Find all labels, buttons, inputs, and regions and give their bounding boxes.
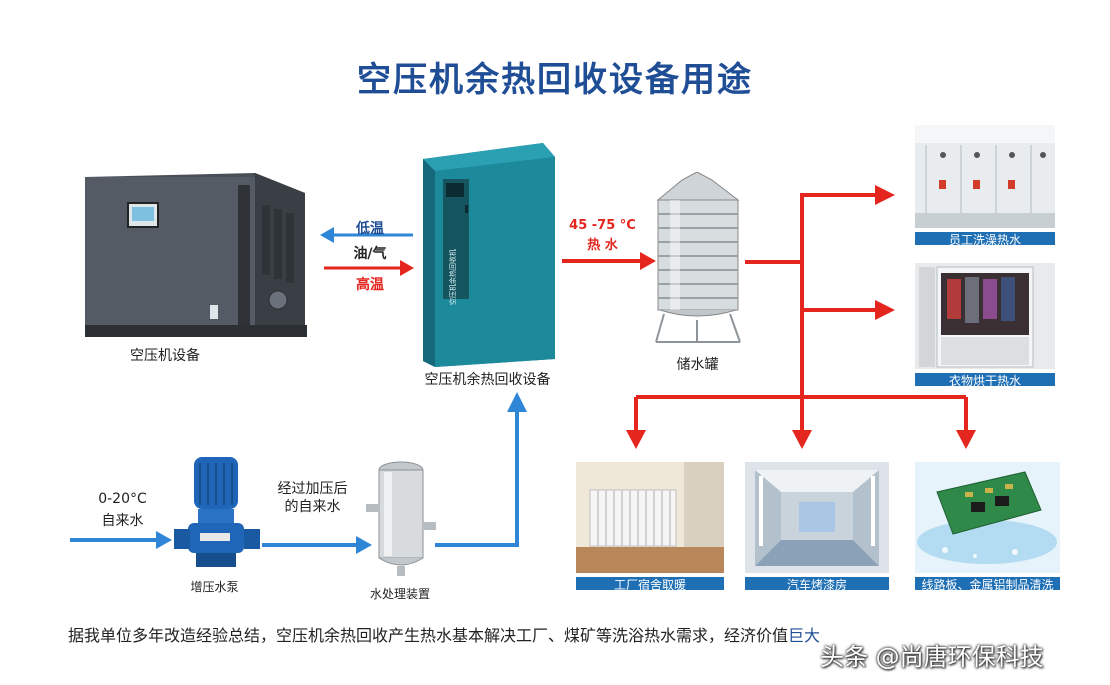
pressurized-line1: 经过加压后 [277,481,348,497]
use-shower-image: 员工洗澡热水 [915,125,1055,245]
arrow-down-icon [956,430,976,449]
watermark: 头条 @尚唐环保科技 [820,643,1044,671]
flow-high-temp: 高温 [356,277,384,293]
use-caption: 衣物烘干热水 [915,373,1055,386]
arrow-right-icon [356,536,372,554]
pressurized-line2: 的自来水 [284,499,341,515]
hot-water-temp: 45 -75 °C [569,218,636,233]
flow-low-temp: 低温 [356,221,384,237]
use-pcb-cleaning-image: 线路板、金属铝制品清洗 [915,462,1060,590]
tank-label: 储水罐 [676,357,719,373]
footer-main: 据我单位多年改造经验总结，空压机余热回收产生热水基本解决工厂、煤矿等洗浴热水需求… [68,626,789,645]
air-compressor-image [80,165,315,340]
recovery-unit-side-text: 空压机余热回收机 [448,249,457,305]
arrow-down-icon [792,430,812,449]
recovery-unit-image: 空压机余热回收机 [415,135,560,367]
use-dryer-image: 衣物烘干热水 [915,263,1055,386]
booster-pump-image [172,455,262,573]
use-caption: 工厂宿舍取暖 [576,577,724,590]
treatment-label: 水处理装置 [369,587,430,601]
use-caption: 员工洗澡热水 [915,232,1055,245]
use-caption: 汽车烤漆房 [745,577,889,590]
arrow-down-icon [626,430,646,449]
compressor-label: 空压机设备 [130,348,200,364]
water-treatment-image [362,460,440,578]
arrow-right-icon [156,531,172,549]
flow-oil-gas: 油/气 [353,246,387,262]
arrow-right-icon [875,300,895,320]
inlet-temp: 0-20°C [98,491,147,507]
use-heating-image: 工厂宿舍取暖 [576,462,724,590]
footer-highlight: 巨大 [788,626,821,645]
storage-tank-image [650,171,745,344]
hot-water-arrow [562,252,656,270]
footer-summary: 据我单位多年改造经验总结，空压机余热回收产生热水基本解决工厂、煤矿等洗浴热水需求… [68,622,820,646]
arrow-right-icon [875,185,895,205]
use-caption: 线路板、金属铝制品清洗 [915,577,1060,590]
arrow-up-icon [507,392,527,412]
use-paint-booth-image: 汽车烤漆房 [745,462,889,590]
inlet-label: 自来水 [101,513,144,529]
compressor-flow-arrows [320,227,414,276]
pump-label: 增压水泵 [190,580,239,594]
arrow-right-icon [640,252,656,270]
recovery-unit-label: 空压机余热回收设备 [424,372,551,388]
arrow-left-icon [320,227,334,243]
hot-water-label: 热 水 [587,238,618,253]
arrow-right-icon [400,260,414,276]
page-title: 空压机余热回收设备用途 [357,60,753,100]
